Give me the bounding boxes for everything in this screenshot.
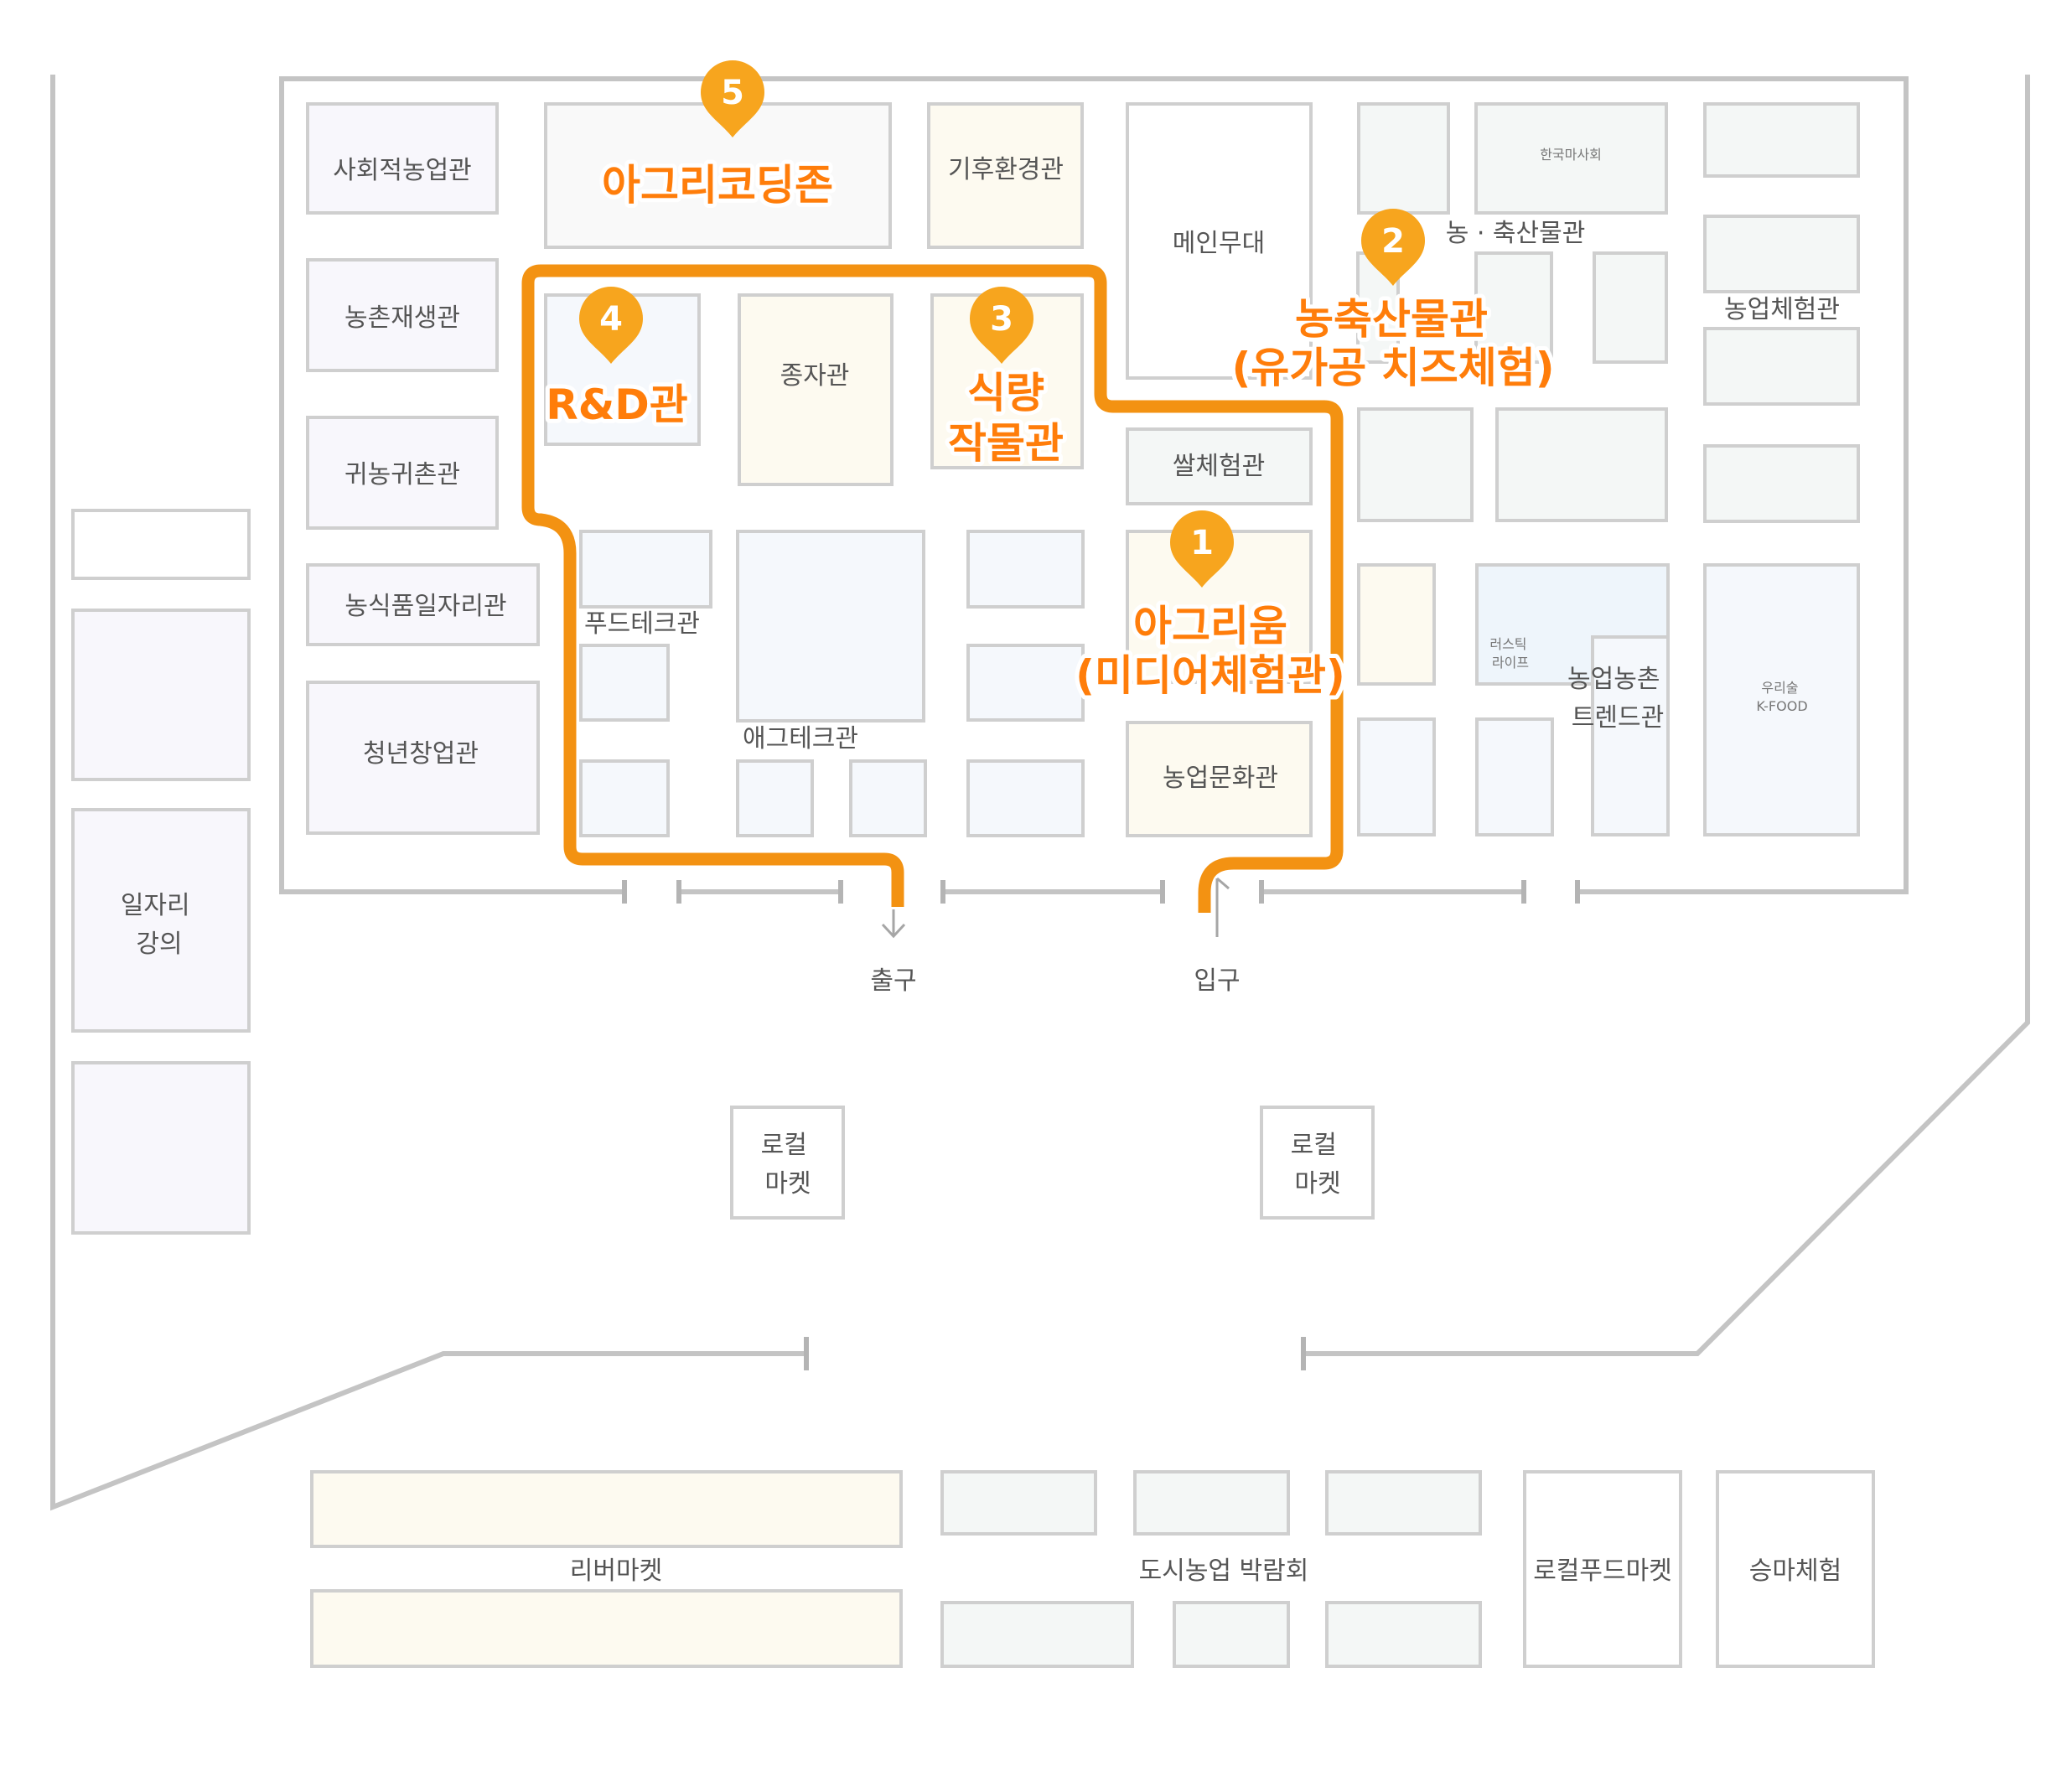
label-return-farming: 귀농귀촌관	[344, 460, 460, 489]
outer-wall-right	[1301, 75, 2030, 1356]
label-livestock-small: 농 · 축산물관	[1446, 219, 1586, 248]
inner-wall-bottom-segments	[279, 880, 1909, 904]
hall-agrifood-jobs[interactable]	[306, 563, 540, 646]
label-trend-hall: 농업농촌 트렌드관	[1567, 665, 1668, 733]
main-stage[interactable]	[1126, 102, 1313, 380]
label-urban-farming: 도시농업 박람회	[1139, 1556, 1309, 1586]
route-label-1-line-1: 아그리움	[1133, 602, 1287, 650]
river-market-bottom[interactable]	[310, 1589, 903, 1668]
label-climate-environment: 기후환경관	[948, 155, 1064, 184]
label-local-market-right: 로컬 마켓	[1291, 1131, 1345, 1199]
route-label-3-line-2: 작물관	[948, 419, 1064, 468]
hall-korea-racing[interactable]	[1474, 102, 1668, 215]
hall-social-farming[interactable]	[306, 102, 499, 215]
pin-number: 4	[599, 300, 623, 339]
label-social-farming: 사회적농업관	[333, 156, 472, 185]
rustic-line-1: 러스틱	[1489, 636, 1526, 652]
lm2-line-1: 로컬	[1291, 1131, 1337, 1160]
jobs-lecture[interactable]	[71, 808, 251, 1033]
hall-agri-coding-zone[interactable]	[544, 102, 892, 249]
label-korean-sool: 우리술 K-FOOD	[1756, 680, 1807, 714]
left-column-halls	[306, 102, 540, 835]
map-pin-icon	[1170, 510, 1234, 588]
pin-4[interactable]: 4	[579, 287, 643, 364]
rustic-line-2: 라이프	[1492, 655, 1529, 671]
tour-route	[521, 264, 1344, 913]
route-label-3-line-1: 식량	[967, 369, 1044, 417]
label-rural-regeneration: 농촌재생관	[344, 303, 460, 333]
label-farm-experience: 농업체험관	[1724, 295, 1840, 324]
river-market-top[interactable]	[310, 1470, 903, 1548]
label-jobs-lecture: 일자리 강의	[121, 891, 198, 959]
hall-rural-regeneration[interactable]	[306, 258, 499, 372]
label-agrifood-jobs: 농식품일자리관	[344, 592, 506, 621]
horse-riding[interactable]	[1716, 1470, 1875, 1668]
label-river-market: 리버마켓	[570, 1556, 662, 1586]
jobs-line-1: 일자리	[121, 891, 190, 920]
local-market-right[interactable]	[1260, 1106, 1375, 1220]
label-horse-riding: 승마체험	[1749, 1556, 1841, 1586]
hall-farm-culture[interactable]	[1126, 721, 1313, 837]
hall-rice-experience[interactable]	[1126, 427, 1313, 505]
label-youth-startup: 청년창업관	[363, 739, 479, 769]
route-label-1-line-2: (미디어체험관)	[1075, 651, 1345, 700]
pin-number: 5	[721, 74, 744, 112]
pin-3[interactable]: 3	[970, 287, 1033, 364]
hall-korean-sool-kfood[interactable]	[1703, 563, 1860, 836]
label-main-stage: 메인무대	[1173, 229, 1265, 258]
route-label-5: 아그리코딩존	[602, 161, 833, 210]
jobs-line-2: 강의	[136, 930, 182, 959]
label-agtech: 애그테크관	[743, 724, 858, 754]
pin-2[interactable]: 2	[1361, 209, 1425, 286]
label-rice-experience: 쌀체험관	[1173, 452, 1265, 481]
hall-return-farming[interactable]	[306, 416, 499, 530]
label-local-market-left: 로컬 마켓	[761, 1131, 816, 1199]
outer-wall-left	[50, 75, 809, 1511]
right-cluster-blocks	[1356, 102, 1860, 836]
central-halls	[544, 293, 1313, 837]
map-pin-icon	[701, 60, 764, 137]
sool-line-1: 우리술	[1761, 680, 1798, 696]
outside-left-blocks	[71, 509, 251, 1235]
lm1-line-1: 로컬	[761, 1131, 807, 1160]
lm1-line-2: 마켓	[764, 1169, 811, 1199]
route-label-2-line-2: (유가공 치즈체험)	[1231, 344, 1554, 392]
pin-1[interactable]: 1	[1170, 510, 1234, 588]
route-label-2-line-1: 농축산물관	[1295, 295, 1488, 344]
map-pin-icon	[970, 287, 1033, 364]
label-farm-culture: 농업문화관	[1163, 764, 1278, 793]
inner-wall	[279, 76, 1909, 894]
map-pin-icon	[1361, 209, 1425, 286]
map-pin-icon	[579, 287, 643, 364]
label-korea-racing: 한국마사회	[1540, 147, 1602, 163]
label-entrance: 입구	[1194, 966, 1240, 996]
label-local-food-market: 로컬푸드마켓	[1533, 1556, 1672, 1586]
local-food-market[interactable]	[1523, 1470, 1682, 1668]
label-seed: 종자관	[780, 361, 850, 391]
trend-line-1: 농업농촌	[1567, 665, 1660, 694]
sool-line-2: K-FOOD	[1756, 698, 1807, 714]
label-foodtech: 푸드테크관	[584, 609, 700, 639]
label-exit: 출구	[870, 966, 916, 996]
pin-number: 3	[990, 300, 1013, 339]
entrance-arrow-icon	[1215, 877, 1230, 937]
route-label-4: R&D관	[546, 381, 688, 429]
pin-5[interactable]: 5	[701, 60, 764, 137]
label-rustic-life: 러스틱 라이프	[1489, 636, 1531, 671]
exit-arrow-icon	[881, 909, 906, 939]
lm2-line-2: 마켓	[1294, 1169, 1340, 1199]
bottom-row-blocks	[310, 1470, 1875, 1668]
hall-agtech[interactable]	[736, 530, 925, 722]
hall-climate-environment[interactable]	[927, 102, 1084, 249]
hall-seed[interactable]	[738, 293, 894, 486]
hall-youth-startup[interactable]	[306, 681, 540, 835]
pin-number: 2	[1381, 222, 1405, 261]
trend-line-2: 트렌드관	[1572, 703, 1664, 733]
pin-number: 1	[1190, 524, 1214, 562]
local-market-left[interactable]	[730, 1106, 845, 1220]
